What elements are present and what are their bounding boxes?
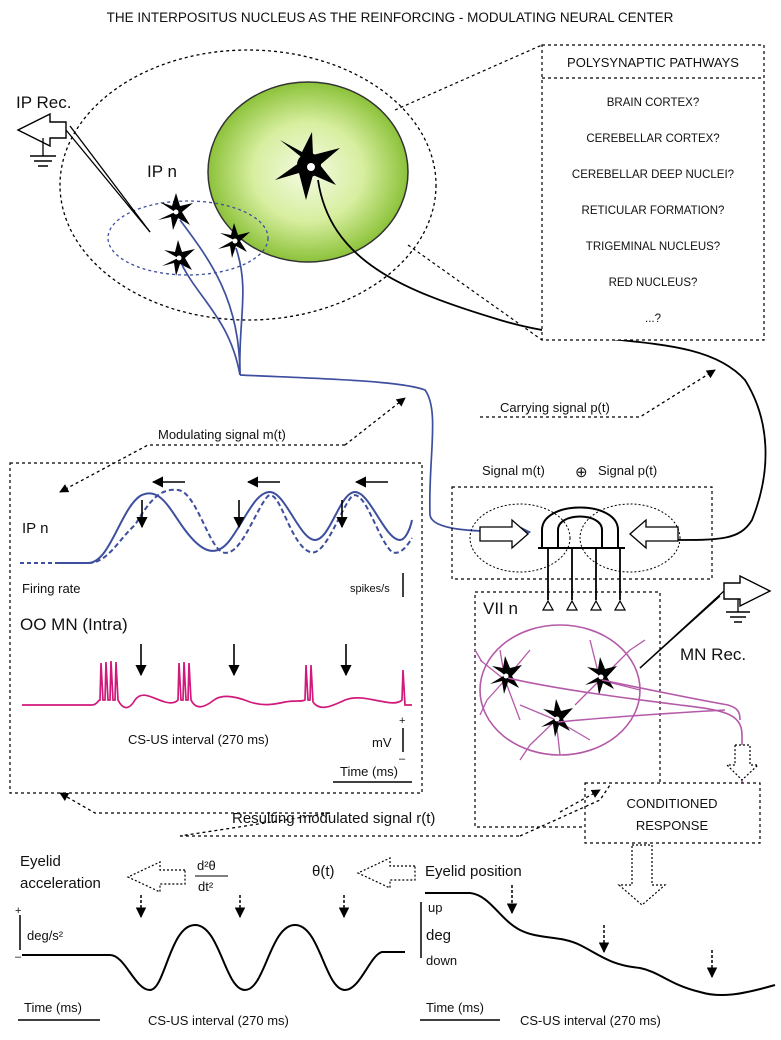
resulting-arrow-left xyxy=(59,792,330,814)
ip-n-label-top: IP n xyxy=(147,162,177,181)
signal-combiner: Signal m(t) ⊕ Signal p(t) xyxy=(451,463,713,611)
panel-ip-n-label: IP n xyxy=(22,520,48,537)
pathway-item: ...? xyxy=(645,313,661,325)
resulting-signal-label: Resulting modulated signal r(t) xyxy=(232,810,435,827)
mv-plus: + xyxy=(399,715,405,727)
pathway-item: CEREBELLAR CORTEX? xyxy=(586,133,719,145)
ip-neuron-icon xyxy=(162,240,195,276)
accel-time-label: Time (ms) xyxy=(24,1000,82,1015)
ip-recording-electrode-icon xyxy=(16,112,151,233)
pathways-box: POLYSYNAPTIC PATHWAYS BRAIN CORTEX? CERE… xyxy=(541,44,765,341)
spikes-unit-label: spikes/s xyxy=(350,583,390,595)
ip-nucleus-boundary xyxy=(107,200,269,276)
diagram-title: THE INTERPOSITUS NUCLEUS AS THE REINFORC… xyxy=(107,10,674,25)
cs-us-interval-label: CS-US interval (270 ms) xyxy=(128,732,269,747)
intracellular-trace xyxy=(22,660,412,709)
position-time-label: Time (ms) xyxy=(426,1000,484,1015)
pathway-item: TRIGEMINAL NUCLEUS? xyxy=(586,241,720,253)
modulating-signal-label: Modulating signal m(t) xyxy=(158,427,286,442)
outer-nucleus-boundary xyxy=(59,49,437,321)
accel-unit-label: deg/s² xyxy=(27,928,64,943)
firing-rate-wave-dashed xyxy=(87,488,413,564)
motoneuron-icon xyxy=(585,657,617,695)
motoneuron-icon xyxy=(490,656,522,694)
signal-m-label: Signal m(t) xyxy=(482,463,545,478)
eyelid-label-1: Eyelid xyxy=(20,853,61,870)
down-label: down xyxy=(426,953,457,968)
ip-rec-label: IP Rec. xyxy=(16,93,71,112)
carrying-signal-label: Carrying signal p(t) xyxy=(500,400,610,415)
deg-label: deg xyxy=(426,927,451,944)
conditioned-response-line1: CONDITIONED xyxy=(627,796,718,811)
ip-neuron-icon xyxy=(218,223,250,258)
oplus-symbol: ⊕ xyxy=(575,464,588,481)
modulating-axon xyxy=(239,374,532,538)
conditioned-response-line2: RESPONSE xyxy=(636,818,709,833)
oo-mn-label: OO MN (Intra) xyxy=(20,615,128,634)
derivative-denominator: dt² xyxy=(198,879,214,894)
theta-label: θ(t) xyxy=(312,863,335,880)
pathways-header: POLYSYNAPTIC PATHWAYS xyxy=(567,55,739,70)
input-arrow-m-icon xyxy=(479,518,529,550)
conditioned-response-box: CONDITIONED RESPONSE xyxy=(584,782,761,844)
firing-rate-wave-solid xyxy=(58,490,413,564)
pathway-item: RETICULAR FORMATION? xyxy=(582,205,725,217)
mn-recording-electrode-icon xyxy=(639,574,772,669)
modulating-arrow-up xyxy=(344,397,406,446)
derivative-numerator: d²θ xyxy=(197,858,216,873)
position-cs-us-label: CS-US interval (270 ms) xyxy=(520,1013,661,1028)
eyelid-position-label: Eyelid position xyxy=(425,863,522,880)
eyelid-acceleration-panel: Eyelid acceleration d²θ dt² + deg/s² – T… xyxy=(15,853,405,1028)
ip-recordings-panel: IP n Firing rate spikes/s OO MN (Intra) … xyxy=(9,462,423,794)
mv-unit-label: mV xyxy=(372,735,392,750)
firing-rate-label: Firing rate xyxy=(22,581,81,596)
hollow-left-arrow-icon xyxy=(356,857,416,889)
modulating-arrow-down xyxy=(59,444,345,493)
zoom-line-top xyxy=(394,44,543,111)
ip-neuron-icon xyxy=(158,193,193,230)
time-label: Time (ms) xyxy=(340,764,398,779)
eyelid-label-2: acceleration xyxy=(20,875,101,892)
acceleration-trace xyxy=(22,923,405,992)
pathway-item: RED NUCLEUS? xyxy=(609,277,698,289)
pathway-item: BRAIN CORTEX? xyxy=(607,97,699,109)
hollow-down-arrow-icon xyxy=(725,744,760,781)
dendrites xyxy=(474,639,646,761)
cr-down-arrow-icon xyxy=(617,844,667,906)
input-arrow-p-icon xyxy=(629,518,679,550)
eyelid-position-trace xyxy=(425,892,776,997)
accel-minus: – xyxy=(15,951,22,963)
hollow-left-arrow-icon xyxy=(126,861,186,893)
up-label: up xyxy=(428,900,442,915)
ip-axons xyxy=(179,219,532,538)
large-neuron-icon xyxy=(275,132,340,200)
accel-cs-us-label: CS-US interval (270 ms) xyxy=(148,1013,289,1028)
pathway-item: CEREBELLAR DEEP NUCLEI? xyxy=(572,169,734,181)
accel-plus: + xyxy=(15,905,21,917)
mv-minus: – xyxy=(399,753,406,765)
vii-n-label: VII n xyxy=(483,599,518,618)
motoneuron-icon xyxy=(541,699,573,737)
eyelid-position-panel: θ(t) Eyelid position up deg down Time (m… xyxy=(312,857,776,1028)
mn-rec-label: MN Rec. xyxy=(680,645,746,664)
resulting-arrow-lines xyxy=(179,784,611,837)
carrying-axon xyxy=(317,179,767,541)
signal-p-label: Signal p(t) xyxy=(598,463,657,478)
